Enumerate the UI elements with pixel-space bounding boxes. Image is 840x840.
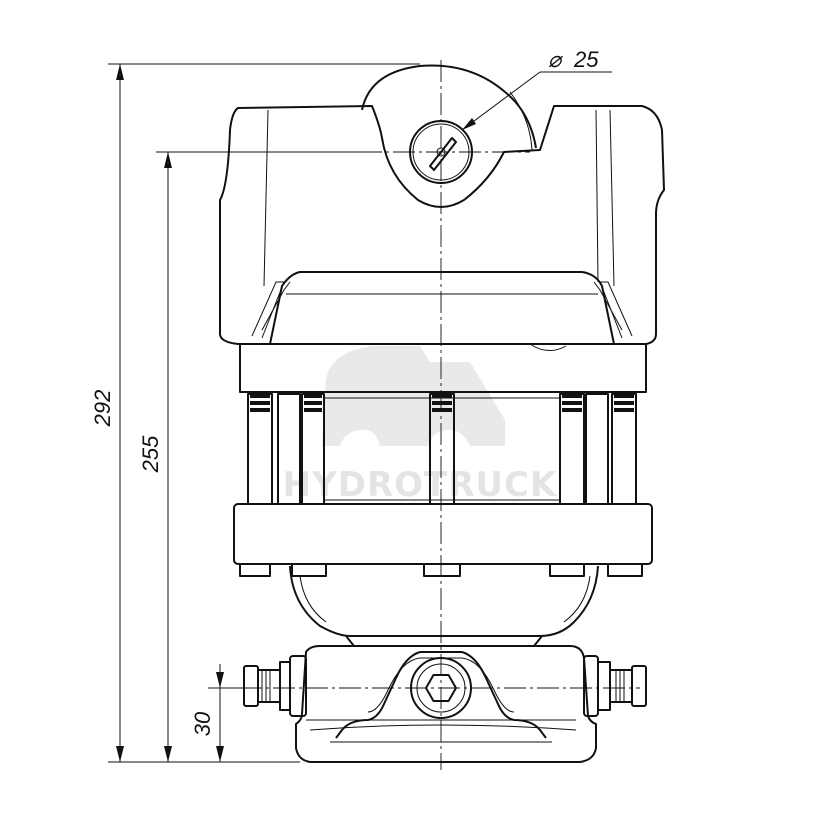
yoke-pocket-inner <box>261 281 623 331</box>
hydrotruck-watermark: HYDROTRUCK <box>283 346 558 505</box>
left-hose-fitting <box>243 655 307 717</box>
top-yoke <box>219 64 665 351</box>
yoke-pocket-left-chamfer <box>251 281 285 339</box>
right-hose-fitting <box>583 655 647 717</box>
hydraulic-port-ring <box>416 663 466 713</box>
yoke-right-inner-edge-2 <box>595 109 599 283</box>
flange-nut-4 <box>549 563 585 577</box>
dimension-center-height: 255 <box>138 151 370 762</box>
dimension-port-height: 30 <box>190 664 244 762</box>
tie-rods <box>247 393 637 505</box>
swivel-saddle <box>335 651 547 739</box>
upper-flange <box>239 343 647 393</box>
head-bushing <box>529 343 567 351</box>
flange-nut-1 <box>239 563 271 577</box>
housing-neck <box>345 635 543 647</box>
rotator-housing <box>289 565 599 647</box>
lower-flange <box>233 503 653 577</box>
overall-height-label: 292 <box>90 390 115 428</box>
flange-nut-3 <box>423 563 461 577</box>
port-height-label: 30 <box>190 711 215 736</box>
swivel-body <box>295 645 597 763</box>
diameter-symbol: ⌀ <box>548 47 564 72</box>
bolt-threads <box>250 394 634 412</box>
tie-rod-6 <box>585 393 609 505</box>
housing-bowl-inner <box>299 575 591 623</box>
lug-inner-arc <box>509 91 533 151</box>
yoke-body <box>219 105 665 345</box>
watermark-truck-logo <box>322 346 505 446</box>
shaft-bore-inner <box>412 123 470 181</box>
hydraulic-port-outer <box>410 657 472 719</box>
shaft-bore <box>409 120 473 184</box>
yoke-right-inner-edge <box>609 109 615 287</box>
shaft-pin-head <box>429 137 457 171</box>
shaft-pin-center <box>436 147 446 157</box>
lower-flange-plate <box>233 503 653 565</box>
yoke-pocket-right-chamfer <box>599 281 633 339</box>
dimension-overall-height: 292 <box>90 63 420 763</box>
swivel-base <box>243 645 647 763</box>
watermark-text: HYDROTRUCK <box>283 465 558 505</box>
flange-nut-2 <box>291 563 327 577</box>
shaft-diameter-label: 25 <box>573 47 599 72</box>
hydraulic-port-hex-plug <box>425 674 457 702</box>
yoke-pocket <box>269 271 615 345</box>
yoke-left-inner-edge <box>263 109 269 287</box>
dimension-shaft-diameter: ⌀ 25 <box>461 47 612 131</box>
flange-nut-5 <box>607 563 643 577</box>
lug-outer-arc <box>361 64 537 149</box>
housing-bowl <box>289 565 599 637</box>
center-height-label: 255 <box>138 435 163 473</box>
